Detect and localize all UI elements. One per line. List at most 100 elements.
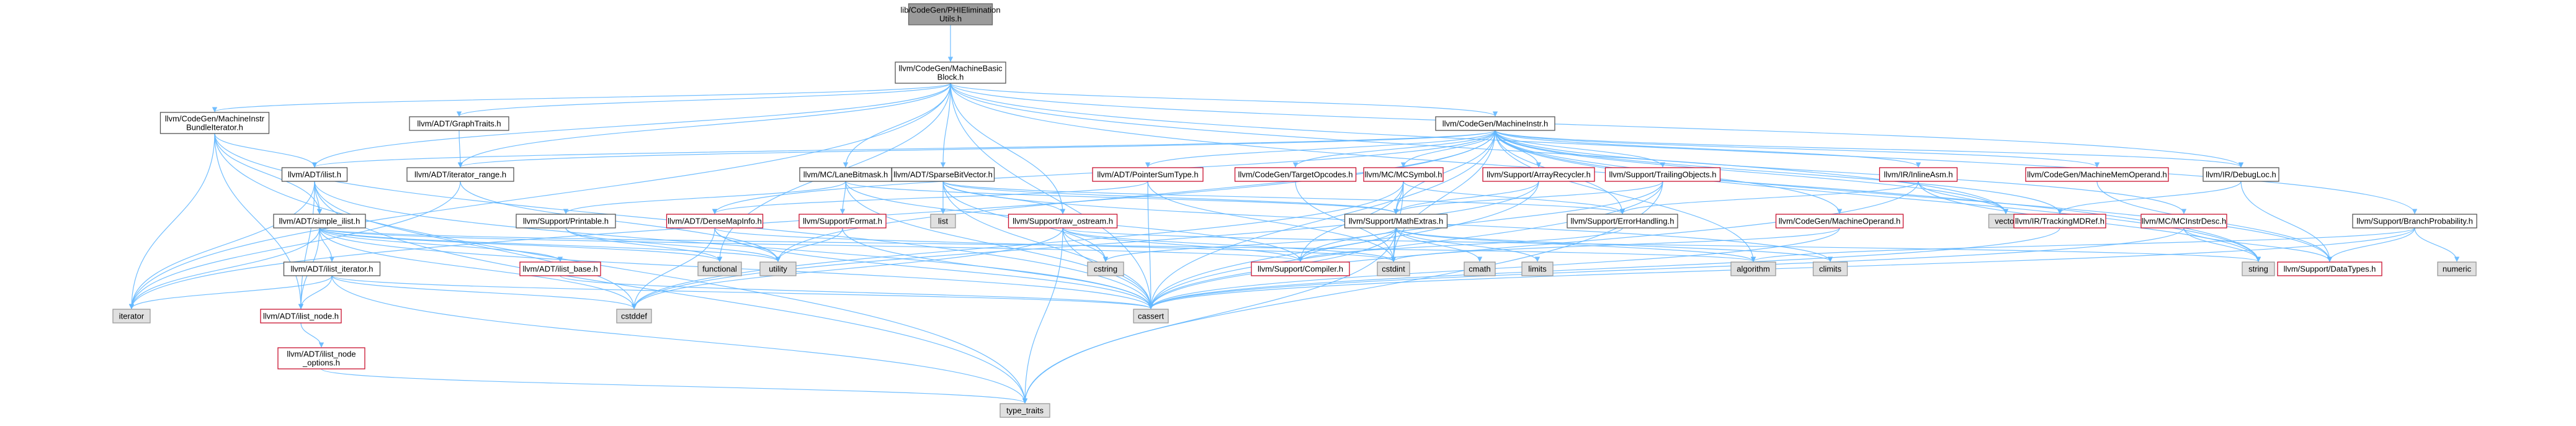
node-sbv[interactable]: llvm/ADT/SparseBitVector.h bbox=[891, 167, 995, 182]
node-cstddef: cstddef bbox=[616, 309, 652, 324]
edge-simpleilist-to-algorithm bbox=[319, 227, 1756, 262]
node-label: llvm/Support/Format.h bbox=[803, 217, 882, 226]
edge-mbb-to-lanebm bbox=[843, 83, 951, 168]
node-graphtraits[interactable]: llvm/ADT/GraphTraits.h bbox=[409, 116, 509, 131]
node-box bbox=[2140, 214, 2227, 229]
node-datatypes[interactable]: llvm/Support/DataTypes.h bbox=[2277, 261, 2382, 276]
node-mcinstr[interactable]: llvm/MC/MCInstrDesc.h bbox=[2140, 214, 2227, 229]
node-label: llvm/Support/ErrorHandling.h bbox=[1571, 217, 1675, 226]
node-label: _options.h bbox=[302, 358, 340, 368]
node-box bbox=[891, 167, 995, 182]
node-utility: utility bbox=[759, 261, 797, 276]
node-ilistiter[interactable]: llvm/ADT/ilist_iterator.h bbox=[283, 261, 381, 276]
node-simpleilist[interactable]: llvm/ADT/simple_ilist.h bbox=[273, 214, 366, 229]
edge-dmi-to-cstdint bbox=[714, 227, 1396, 262]
node-label: Block.h bbox=[937, 73, 964, 82]
edge-mbb-to-debugloc bbox=[950, 83, 2243, 168]
edge-mbb-to-sbv bbox=[940, 83, 951, 168]
edge-mathextras-to-cstring bbox=[1102, 227, 1397, 262]
edge-tobj-to-compiler bbox=[1297, 181, 1663, 262]
node-ilistnodeopt[interactable]: llvm/ADT/ilist_node_options.h bbox=[277, 347, 365, 369]
node-mathextras[interactable]: llvm/Support/MathExtras.h bbox=[1344, 214, 1448, 229]
node-ilistbase[interactable]: llvm/ADT/ilist_base.h bbox=[519, 261, 601, 276]
node-mcsym[interactable]: llvm/MC/MCSymbol.h bbox=[1363, 167, 1444, 182]
node-ilist[interactable]: llvm/ADT/ilist.h bbox=[281, 167, 348, 182]
node-box bbox=[908, 3, 993, 25]
node-label: llvm/ADT/PointerSumType.h bbox=[1097, 170, 1198, 179]
node-label: llvm/Support/TrailingObjects.h bbox=[1609, 170, 1717, 179]
node-iterrange[interactable]: llvm/ADT/iterator_range.h bbox=[406, 167, 514, 182]
edge-rawos-to-cstdint bbox=[1062, 227, 1397, 262]
edge-mibi-to-simpleilist bbox=[214, 133, 323, 214]
node-pst[interactable]: llvm/ADT/PointerSumType.h bbox=[1092, 167, 1204, 182]
node-printable[interactable]: llvm/Support/Printable.h bbox=[516, 214, 616, 229]
node-rawos[interactable]: llvm/Support/raw_ostream.h bbox=[1008, 214, 1118, 229]
node-box bbox=[1604, 167, 1721, 182]
edge-debugloc-to-tmdref bbox=[2057, 181, 2242, 214]
edge-mi-to-cassert bbox=[1148, 130, 1496, 309]
edge-lanebm-to-format bbox=[839, 181, 846, 214]
node-mi[interactable]: llvm/CodeGen/MachineInstr.h bbox=[1435, 116, 1555, 131]
node-mibi[interactable]: llvm/CodeGen/MachineInstrBundleIterator.… bbox=[159, 112, 270, 134]
node-format[interactable]: llvm/Support/Format.h bbox=[798, 214, 887, 229]
edges-layer bbox=[128, 25, 2460, 404]
node-lanebm[interactable]: llvm/MC/LaneBitmask.h bbox=[799, 167, 892, 182]
node-label: llvm/Support/Printable.h bbox=[523, 217, 609, 226]
edge-mo-to-cstdint bbox=[1391, 227, 1840, 262]
node-box bbox=[1087, 261, 1124, 276]
node-label: llvm/Support/MathExtras.h bbox=[1349, 217, 1443, 226]
node-box bbox=[759, 261, 797, 276]
node-tobj[interactable]: llvm/Support/TrailingObjects.h bbox=[1604, 167, 1721, 182]
node-label: lib/CodeGen/PHIElimination bbox=[900, 6, 1000, 15]
node-label: iterator bbox=[119, 312, 145, 321]
node-label: Utils.h bbox=[939, 14, 962, 24]
node-box bbox=[1879, 167, 1958, 182]
node-compiler[interactable]: llvm/Support/Compiler.h bbox=[1251, 261, 1350, 276]
node-tmdref[interactable]: llvm/IR/TrackingMDRef.h bbox=[2013, 214, 2106, 229]
node-label: llvm/ADT/ilist_base.h bbox=[522, 265, 597, 274]
edge-errh-to-compiler bbox=[1297, 227, 1623, 262]
edge-simpleilist-to-ilistiter bbox=[319, 227, 335, 262]
node-box bbox=[1251, 261, 1350, 276]
node-box bbox=[1000, 403, 1050, 418]
node-tgtop[interactable]: llvm/CodeGen/TargetOpcodes.h bbox=[1234, 167, 1357, 182]
edge-mi-to-datatypes bbox=[1495, 130, 2333, 262]
node-box bbox=[616, 309, 652, 324]
edge-simpleilist-to-ilistbase bbox=[319, 227, 563, 262]
node-dmi[interactable]: llvm/ADT/DenseMapInfo.h bbox=[666, 214, 764, 229]
node-errh[interactable]: llvm/Support/ErrorHandling.h bbox=[1567, 214, 1678, 229]
edge-mi-to-debugloc bbox=[1495, 130, 2243, 168]
node-box bbox=[1775, 214, 1904, 229]
node-debugloc[interactable]: llvm/IR/DebugLoc.h bbox=[2203, 167, 2279, 182]
edge-ilist-to-ilistnode bbox=[298, 181, 315, 309]
edge-simpleilist-to-iterator bbox=[128, 227, 320, 309]
edge-sbv-to-mathextras bbox=[942, 181, 1398, 214]
node-box bbox=[519, 261, 601, 276]
edge-mathextras-to-compiler bbox=[1297, 227, 1397, 262]
node-box bbox=[1344, 214, 1448, 229]
node-label: llvm/IR/DebugLoc.h bbox=[2206, 170, 2276, 179]
node-label: llvm/CodeGen/MachineInstr bbox=[165, 114, 265, 124]
edge-mcinstr-to-datatypes bbox=[2183, 227, 2333, 262]
node-mo[interactable]: llvm/CodeGen/MachineOperand.h bbox=[1775, 214, 1904, 229]
edge-rawos-to-cstring bbox=[1062, 227, 1109, 262]
node-ilistnode[interactable]: llvm/ADT/ilist_node.h bbox=[260, 309, 342, 324]
edge-mbb-to-mi bbox=[950, 83, 1498, 117]
node-mmo[interactable]: llvm/CodeGen/MachineMemOperand.h bbox=[2025, 167, 2169, 182]
edge-rawos-to-typetraits bbox=[1022, 227, 1063, 404]
node-box bbox=[2352, 214, 2477, 229]
node-arec[interactable]: llvm/Support/ArrayRecycler.h bbox=[1482, 167, 1595, 182]
edge-printable-to-functional bbox=[565, 227, 723, 262]
edge-mi-to-mathextras bbox=[1393, 130, 1496, 214]
node-branchprob[interactable]: llvm/Support/BranchProbability.h bbox=[2352, 214, 2477, 229]
node-numeric: numeric bbox=[2437, 261, 2477, 276]
edge-mathextras-to-typetraits bbox=[1022, 227, 1397, 404]
node-inlineasm[interactable]: llvm/IR/InlineAsm.h bbox=[1879, 167, 1958, 182]
node-label: llvm/Support/Compiler.h bbox=[1258, 265, 1343, 274]
edge-mi-to-mcsym bbox=[1400, 130, 1496, 168]
node-box bbox=[2203, 167, 2279, 182]
node-label: climits bbox=[1819, 265, 1842, 274]
